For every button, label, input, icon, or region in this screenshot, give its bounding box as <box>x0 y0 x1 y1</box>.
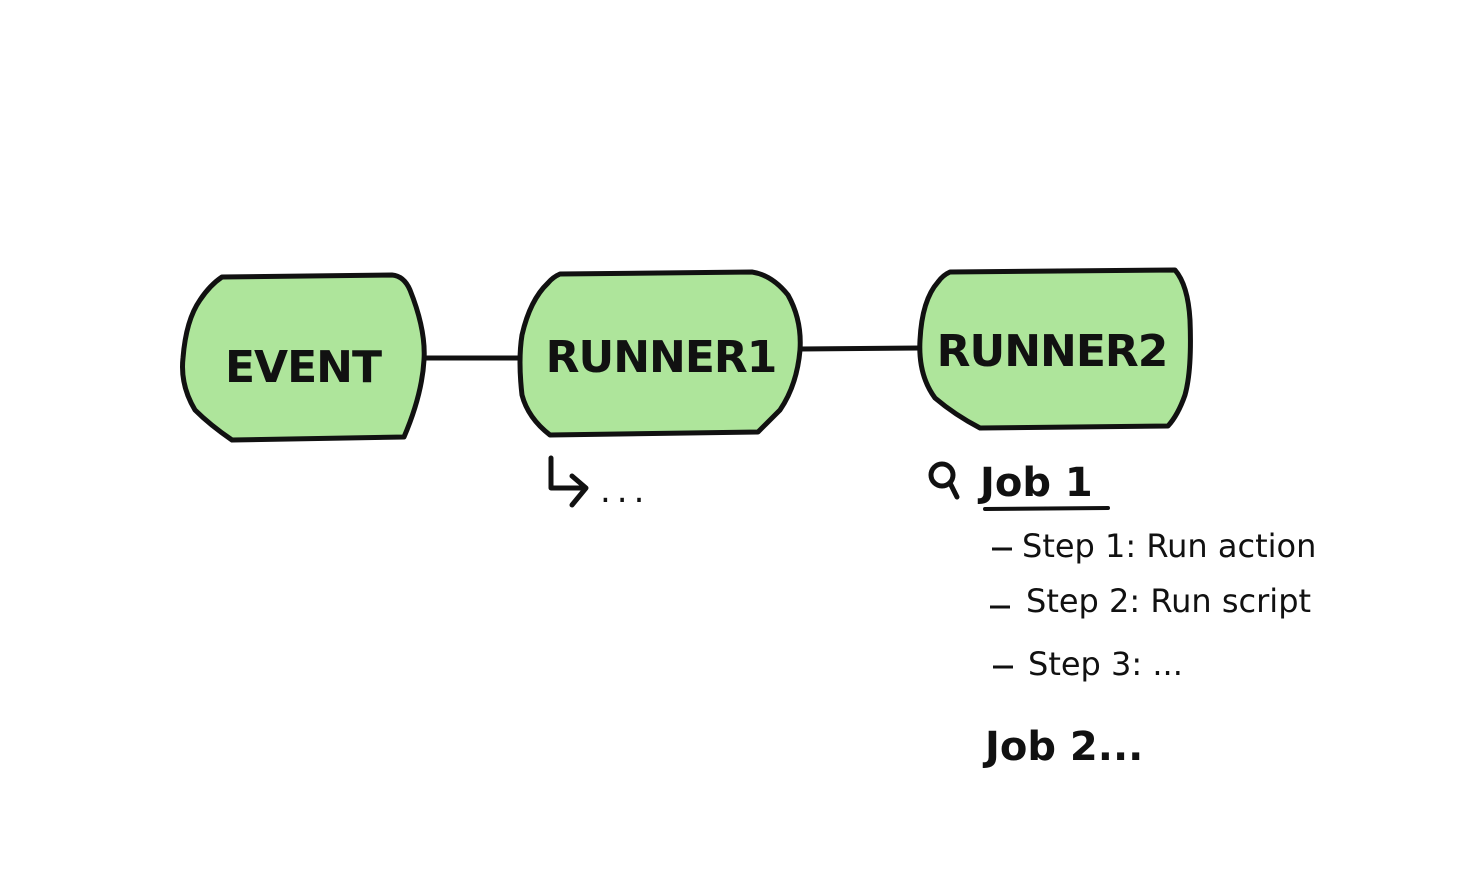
node-runner2-label: RUNNER2 <box>937 326 1168 377</box>
node-event: EVENT <box>180 272 427 443</box>
step1-text: Step 1: Run action <box>1022 527 1316 565</box>
magnifier-icon <box>928 461 960 500</box>
node-runner1-shape <box>517 269 803 438</box>
node-runner2-shape <box>917 267 1193 431</box>
step3-text: Step 3: ... <box>1028 645 1183 683</box>
connector-runner1-runner2 <box>799 345 921 352</box>
step2-text: Step 2: Run script <box>1026 582 1311 620</box>
return-arrow-icon <box>548 455 589 508</box>
job2-title: Job 2... <box>982 724 1143 770</box>
node-event-label: EVENT <box>225 342 382 393</box>
node-runner1: RUNNER1 <box>517 269 803 438</box>
node-runner2: RUNNER2 <box>917 267 1193 431</box>
runner1-more-text: ... <box>600 471 650 511</box>
node-event-shape <box>180 272 427 443</box>
job1-title: Job 1 <box>977 460 1093 506</box>
job1-underline <box>983 506 1110 511</box>
node-runner1-label: RUNNER1 <box>546 332 777 383</box>
